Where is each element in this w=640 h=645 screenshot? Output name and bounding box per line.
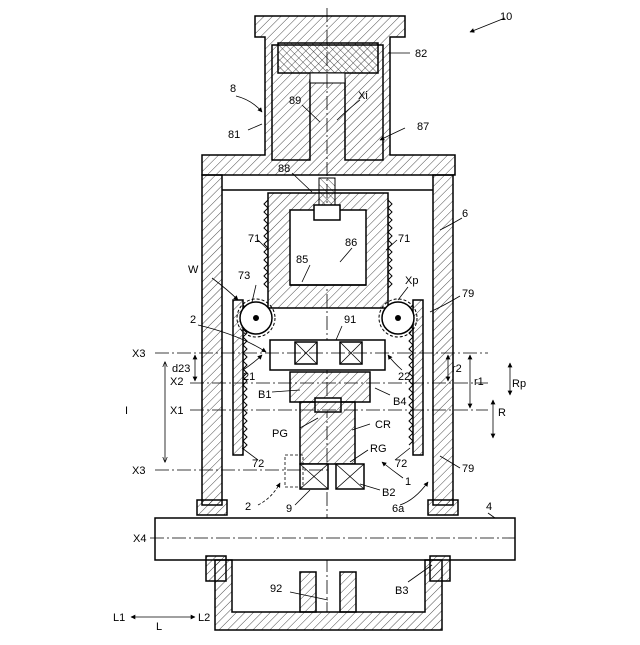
label-79-bottom: 79 — [462, 463, 474, 475]
label-71-right: 71 — [398, 233, 410, 245]
label-86: 86 — [345, 237, 357, 249]
label-Xp: Xp — [405, 275, 418, 287]
label-X1: X1 — [170, 405, 183, 417]
label-r2: r2 — [452, 363, 462, 375]
label-B1: B1 — [258, 389, 271, 401]
label-B2: B2 — [382, 487, 395, 499]
planetary-assembly — [270, 340, 385, 489]
label-92: 92 — [270, 583, 282, 595]
piston-head-82 — [278, 43, 378, 73]
label-Xi: Xi — [358, 90, 368, 102]
label-X2: X2 — [170, 376, 183, 388]
label-Rp: Rp — [512, 378, 526, 390]
carrier-CR — [300, 402, 355, 464]
label-4: 4 — [486, 501, 492, 513]
label-6a: 6a — [392, 503, 405, 515]
label-81: 81 — [228, 129, 240, 141]
label-22: 22 — [398, 371, 410, 383]
label-X3-bottom: X3 — [132, 465, 145, 477]
label-2-bottom: 2 — [245, 501, 251, 513]
label-8: 8 — [230, 83, 236, 95]
label-1: 1 — [405, 476, 411, 488]
label-72-left: 72 — [252, 458, 264, 470]
label-X4: X4 — [133, 533, 146, 545]
label-10: 10 — [500, 11, 512, 23]
label-d23: d23 — [172, 363, 190, 375]
label-9: 9 — [286, 503, 292, 515]
label-85: 85 — [296, 254, 308, 266]
label-79-top: 79 — [462, 288, 474, 300]
label-L: L — [156, 621, 162, 633]
label-X3-top: X3 — [132, 348, 145, 360]
label-87: 87 — [417, 121, 429, 133]
label-CR: CR — [375, 419, 391, 431]
label-R: R — [498, 407, 506, 419]
label-21: 21 — [243, 371, 255, 383]
label-6: 6 — [462, 208, 468, 220]
label-88: 88 — [278, 163, 290, 175]
label-L2: L2 — [198, 612, 210, 624]
label-r1: r1 — [474, 376, 484, 388]
label-71-left: 71 — [248, 233, 260, 245]
label-L1: L1 — [113, 612, 125, 624]
rack-carrier — [264, 178, 392, 308]
label-I: I — [125, 405, 128, 417]
label-73: 73 — [238, 270, 250, 282]
label-82: 82 — [415, 48, 427, 60]
label-B4: B4 — [393, 396, 406, 408]
label-91: 91 — [344, 314, 356, 326]
label-W: W — [188, 264, 199, 276]
label-PG: PG — [272, 428, 288, 440]
label-RG: RG — [370, 443, 387, 455]
label-89: 89 — [289, 95, 301, 107]
label-72-right: 72 — [395, 458, 407, 470]
label-2-top: 2 — [190, 314, 196, 326]
label-B3: B3 — [395, 585, 408, 597]
